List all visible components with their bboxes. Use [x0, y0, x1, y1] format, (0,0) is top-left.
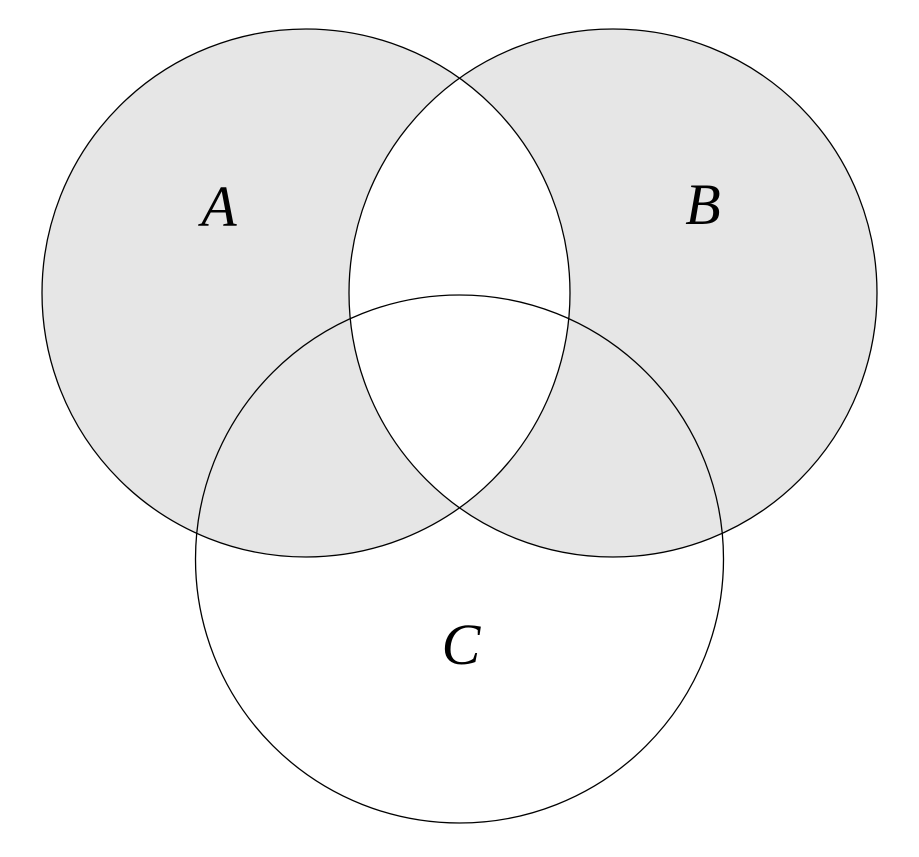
set-circle-a [41, 28, 571, 558]
set-label-c: C [442, 612, 482, 677]
set-label-b: B [685, 172, 720, 237]
set-label-a: A [197, 174, 237, 239]
set-circle-c [194, 294, 725, 824]
set-circle-b [348, 28, 878, 558]
shaded-region-a-xor-b [42, 29, 877, 557]
